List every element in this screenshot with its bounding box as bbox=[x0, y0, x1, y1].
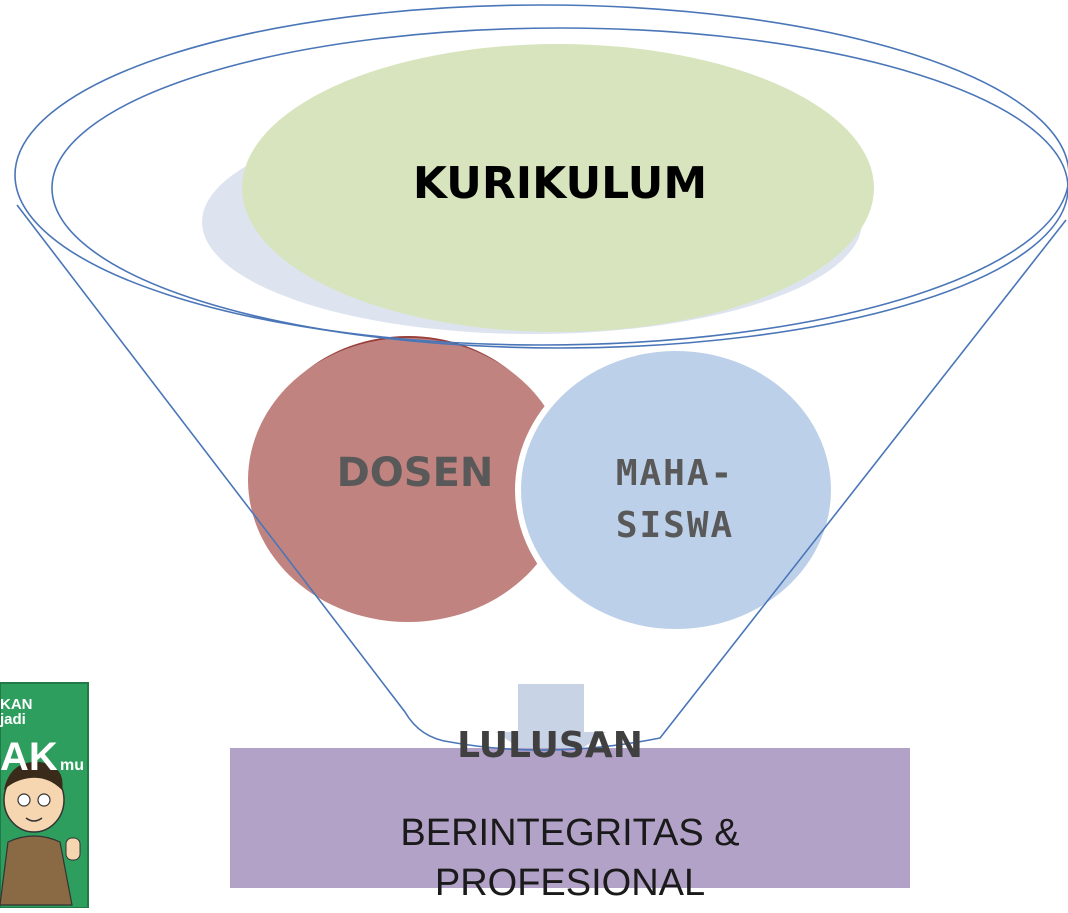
logo-fragment: KAN jadi AK mu bbox=[0, 683, 88, 908]
logo-line-2: jadi bbox=[0, 711, 26, 728]
logo-artwork bbox=[0, 682, 89, 909]
kurikulum-ellipse bbox=[242, 44, 874, 332]
mahasiswa-circle bbox=[515, 345, 837, 635]
logo-line-1: KAN bbox=[0, 696, 33, 713]
mahasiswa-label: MAHA- SISWA bbox=[560, 448, 790, 552]
lulusan-box bbox=[230, 748, 910, 888]
lulusan-line-2: PROFESIONAL bbox=[434, 862, 706, 904]
kurikulum-label: KURIKULUM bbox=[412, 158, 708, 209]
funnel-outline bbox=[14, 4, 1068, 751]
logo-text: KAN jadi bbox=[0, 697, 60, 727]
lulusan-line-1: BERINTEGRITAS & bbox=[400, 812, 740, 854]
logo-small-letters: mu bbox=[60, 757, 84, 774]
dosen-circle bbox=[248, 338, 568, 622]
lulusan-title: LULUSAN bbox=[457, 725, 643, 766]
mahasiswa-label-line-1: MAHA- bbox=[615, 453, 735, 494]
mahasiswa-label-line-2: SISWA bbox=[615, 505, 735, 546]
logo-big-letters: AK bbox=[0, 735, 58, 779]
lulusan-description: BERINTEGRITAS & PROFESIONAL bbox=[330, 808, 810, 908]
dosen-label: DOSEN bbox=[336, 450, 494, 496]
